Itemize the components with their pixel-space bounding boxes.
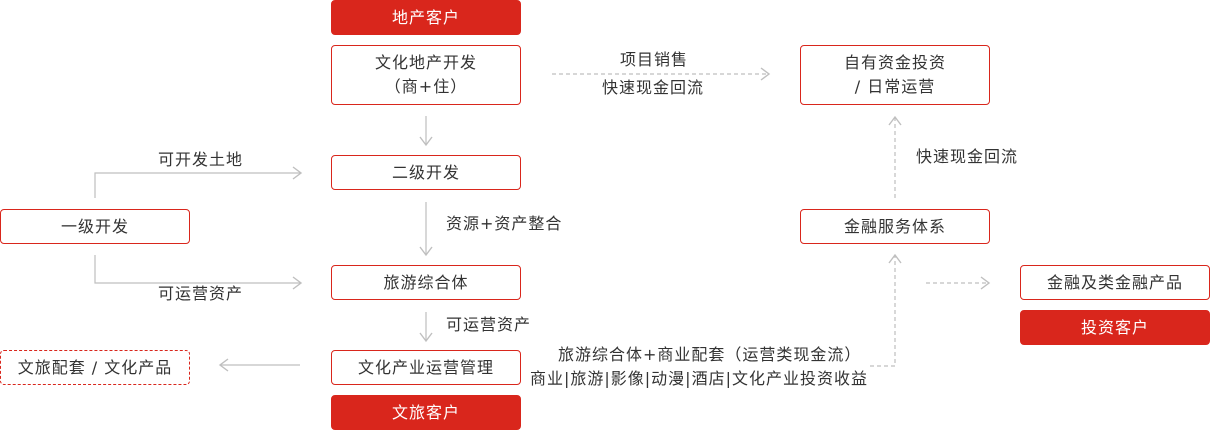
cultural-industry-ops-label: 文化产业运营管理	[357, 357, 494, 377]
arrowhead-finance	[888, 253, 902, 264]
tourism-complex-box: 旅游综合体	[331, 265, 521, 300]
arrowhead-products	[218, 358, 229, 372]
cultural-tourism-customers-label: 文旅客户	[391, 402, 460, 422]
arrowhead-ops	[419, 332, 433, 343]
financial-service-system-label: 金融服务体系	[843, 216, 946, 236]
arrow-primary-to-secondary	[94, 172, 300, 198]
project-sales-label: 项目销售	[620, 50, 689, 69]
arrowhead-financial-products	[980, 276, 991, 290]
own-funds-label-2: / 日常运营	[854, 77, 936, 96]
own-funds-label-1: 自有资金投资	[843, 53, 946, 72]
arrowhead-secondary	[419, 136, 433, 147]
arrow-primary-to-complex	[94, 255, 300, 284]
financial-service-system-box: 金融服务体系	[800, 209, 990, 244]
financial-products-label: 金融及类金融产品	[1046, 272, 1183, 292]
cultural-real-estate-box: 文化地产开发 （商+住）	[331, 45, 521, 105]
fast-cash-return-label-2: 快速现金回流	[916, 147, 1019, 166]
arrowhead-own-funds-up	[888, 115, 902, 126]
arrow-ops-to-finance	[870, 256, 896, 367]
secondary-development-box: 二级开发	[331, 155, 521, 190]
cultural-tourism-products-label: 文旅配套 / 文化产品	[17, 357, 173, 377]
cultural-real-estate-label-2: （商+住）	[384, 77, 468, 96]
arrowhead-complex-left	[292, 276, 303, 290]
cultural-tourism-products-box: 文旅配套 / 文化产品	[0, 350, 190, 385]
arrowhead-own-funds	[760, 67, 771, 81]
resource-asset-integration-label: 资源+资产整合	[446, 214, 563, 233]
real-estate-customers-label: 地产客户	[391, 7, 460, 27]
operable-assets-label-1: 可运营资产	[158, 284, 244, 303]
own-funds-box: 自有资金投资 / 日常运营	[800, 45, 990, 105]
financial-products-box: 金融及类金融产品	[1020, 265, 1210, 300]
secondary-development-label: 二级开发	[391, 162, 460, 182]
arrowhead-secondary-left	[292, 166, 303, 180]
primary-development-label: 一级开发	[60, 216, 129, 236]
fast-cash-return-label-1: 快速现金回流	[602, 78, 705, 97]
cultural-real-estate-label-1: 文化地产开发	[374, 53, 477, 72]
developable-land-label: 可开发土地	[158, 150, 244, 169]
complex-commercial-label: 旅游综合体+商业配套（运营类现金流）	[558, 345, 862, 364]
operable-assets-label-2: 可运营资产	[446, 315, 532, 334]
investment-customers-label: 投资客户	[1080, 317, 1149, 337]
primary-development-box: 一级开发	[0, 209, 190, 244]
real-estate-customers-box: 地产客户	[331, 0, 521, 35]
cultural-industry-ops-box: 文化产业运营管理	[331, 350, 521, 385]
arrowhead-complex	[419, 246, 433, 257]
cultural-tourism-customers-box: 文旅客户	[331, 395, 521, 430]
investment-customers-box: 投资客户	[1020, 310, 1210, 345]
tourism-complex-label: 旅游综合体	[383, 272, 469, 292]
business-list-label: 商业|旅游|影像|动漫|酒店|文化产业投资收益	[530, 369, 868, 388]
